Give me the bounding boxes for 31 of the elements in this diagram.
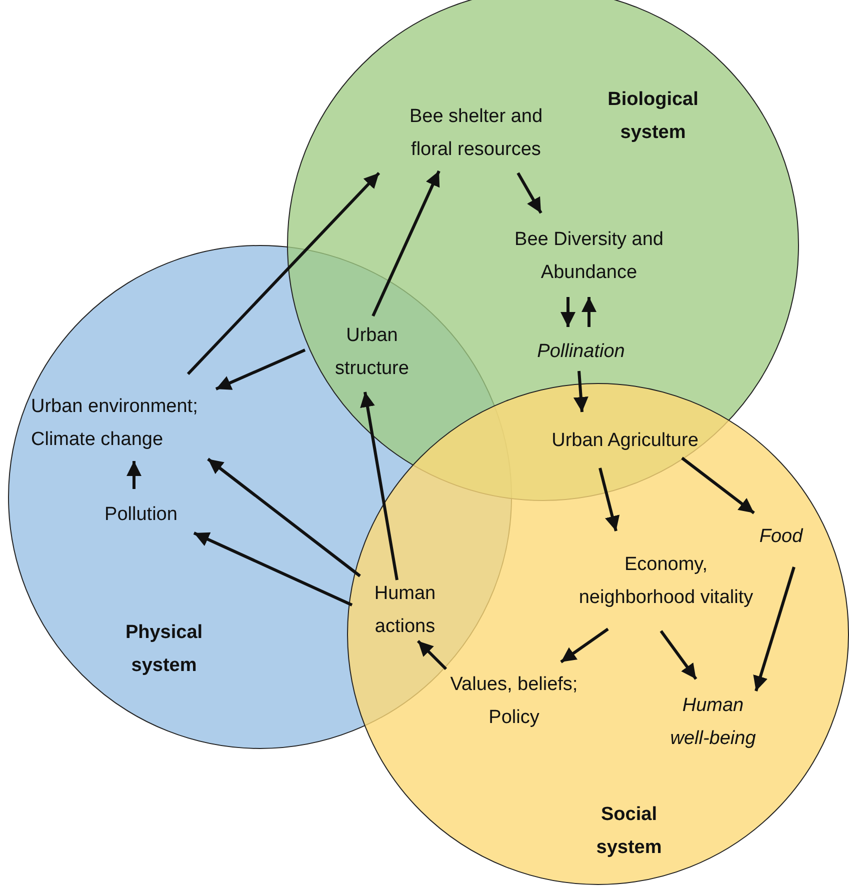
arrow (582, 297, 596, 327)
arrow (186, 172, 380, 376)
node-label: Pollution (104, 502, 178, 526)
arrow (560, 297, 576, 327)
arrow (560, 628, 609, 664)
arrow (360, 392, 398, 580)
arrow (753, 566, 796, 692)
node-label: Values, beliefs; Policy (449, 673, 579, 730)
arrow (215, 348, 306, 390)
node-label: Pollination (537, 340, 625, 364)
system-label: Physical system (124, 621, 204, 678)
node-label: Food (759, 524, 803, 548)
node-label: Bee shelter and floral resources (408, 105, 544, 162)
node-label: Human well-being (669, 694, 757, 751)
arrow (516, 172, 542, 214)
arrow (416, 640, 448, 670)
node-label: Human actions (373, 582, 437, 639)
system-label: Social system (595, 803, 663, 860)
node-label: Economy, neighborhood vitality (578, 553, 754, 610)
arrow (126, 461, 142, 489)
arrow (372, 170, 440, 317)
node-label: Bee Diversity and Abundance (514, 228, 664, 285)
node-label: Urban environment; Climate change (31, 395, 199, 452)
node-label: Urban structure (334, 324, 410, 381)
arrow (660, 630, 698, 680)
arrow (193, 532, 353, 606)
arrow (573, 370, 588, 412)
node-label: Urban Agriculture (552, 428, 698, 452)
arrow (681, 456, 755, 514)
arrow (598, 468, 620, 532)
system-label: Biological system (606, 88, 700, 145)
